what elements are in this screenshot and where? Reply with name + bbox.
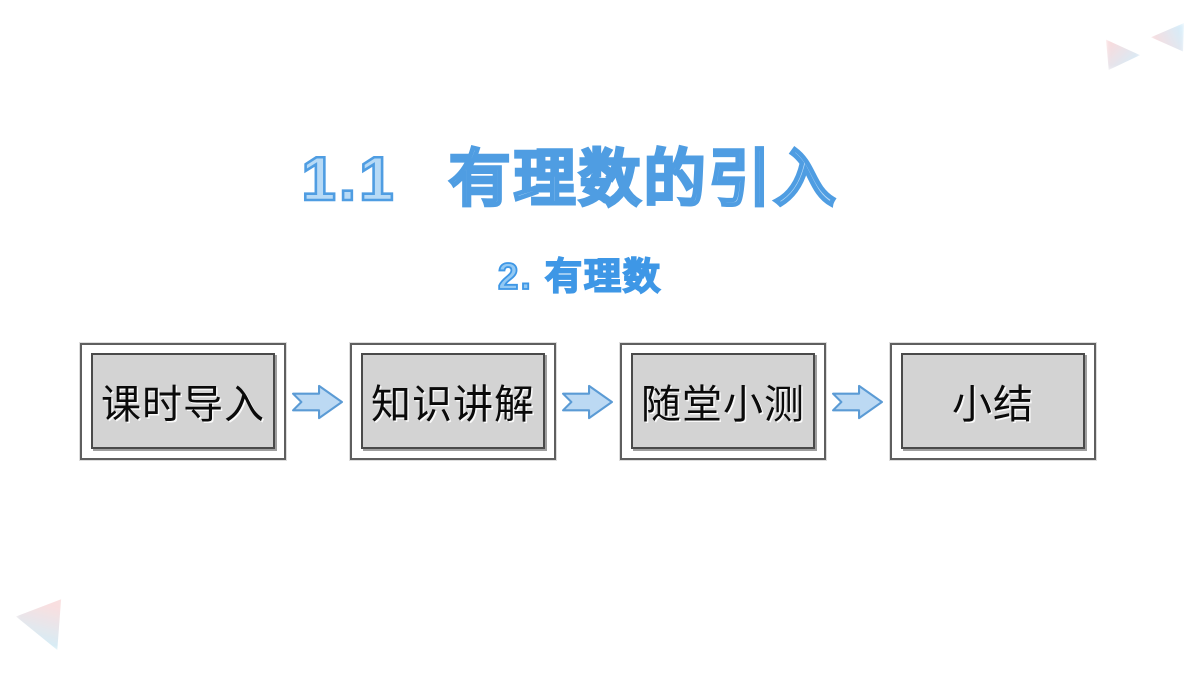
flow-diagram: 课时导入 知识讲解 随堂小测 (80, 343, 1096, 460)
flow-step-box: 知识讲解 (350, 343, 556, 460)
flow-step-box: 小结 (890, 343, 1096, 460)
decorative-triangle-icon (16, 599, 62, 650)
flow-step-label: 课时导入 (101, 383, 265, 427)
decorative-triangle-icon (1106, 39, 1140, 70)
flow-step-box-inner: 课时导入 (91, 353, 275, 449)
flow-step-box-inner: 知识讲解 (361, 353, 545, 449)
flow-step-label: 知识讲解 (371, 383, 535, 427)
flow-step-box-inner: 随堂小测 (631, 353, 815, 449)
slide-subtitle: 2. 有理数 (497, 255, 663, 298)
flow-step-label: 小结 (952, 383, 1034, 427)
decorative-triangle-icon (1151, 23, 1184, 52)
right-arrow-icon (286, 343, 350, 460)
slide-title: 1.1 有理数的引入 (0, 128, 1140, 218)
flow-step-box-inner: 小结 (901, 353, 1085, 449)
flow-step-box: 课时导入 (80, 343, 286, 460)
flow-step-label: 随堂小测 (641, 383, 805, 427)
flow-step-box: 随堂小测 (620, 343, 826, 460)
slide-title-text: 有理数的引入 (447, 144, 839, 216)
right-arrow-icon (556, 343, 620, 460)
right-arrow-icon (826, 343, 890, 460)
slide-title-number: 1.1 (300, 144, 397, 216)
